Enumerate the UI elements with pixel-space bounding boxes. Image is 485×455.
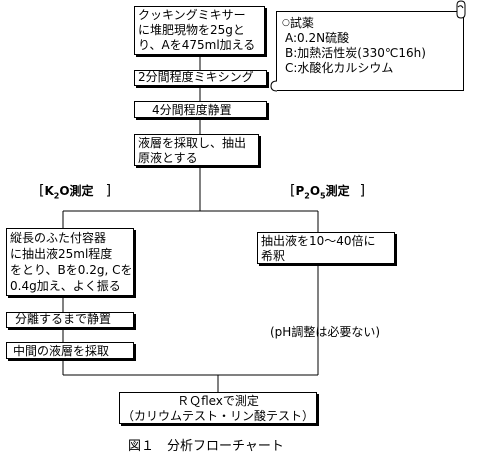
final-line-2: （カリウムテスト・リン酸テスト）	[122, 409, 315, 423]
p-measure: 測定	[325, 184, 350, 198]
reagent-c: C:水酸化カルシウム	[285, 61, 394, 75]
k-step1-line-4: 0.4g加え、よく振る	[10, 279, 121, 293]
k-measure: O測定	[59, 184, 94, 198]
reagents-title-row: ○試薬	[282, 16, 457, 31]
final-box: ＲＱflexで測定 （カリウムテスト・リン酸テスト）	[119, 392, 317, 424]
p-step1-box: 抽出液を10～40倍に 希釈	[257, 232, 395, 264]
mix-line-2: に堆肥現物を25gと	[138, 23, 245, 37]
k-step1-line-3: をとり、Bを0.2g, Cを	[10, 263, 133, 277]
reagent-a: A:0.2N硫酸	[285, 31, 350, 45]
k-step1-box: 縦長のふた付容器 に抽出液25ml程度 をとり、Bを0.2g, Cを 0.4g加…	[6, 228, 134, 296]
p-oxygen: O	[309, 184, 321, 198]
p-step1-line-1: 抽出液を10～40倍に	[261, 234, 376, 248]
k-step3-label: 中間の液層を採取	[13, 344, 110, 358]
p-subscript-5: 5	[320, 191, 326, 201]
p-subscript-2: 2	[304, 191, 310, 201]
reagents-scroll: ○試薬 A:0.2N硫酸 B:加熱活性炭(330℃16h) C:水酸化カルシウム	[276, 11, 464, 91]
reagents-title: 試薬	[289, 16, 314, 30]
extract-line-2: 原液とする	[138, 151, 198, 165]
mix-line-1: クッキングミキサー	[138, 8, 246, 22]
mix-box: クッキングミキサー に堆肥現物を25gと り、Aを475ml加える	[134, 6, 265, 55]
p-bracket-open: [	[290, 183, 296, 199]
extract-box: 液層を採取し、抽出 原液とする	[134, 134, 259, 166]
k-step1-line-1: 縦長のふた付容器	[10, 231, 107, 245]
k-symbol: K	[44, 184, 54, 198]
k-step1-line-2: に抽出液25ml程度	[10, 247, 113, 261]
extract-line-1: 液層を採取し、抽出	[138, 136, 247, 150]
reagent-b: B:加熱活性炭(330℃16h)	[285, 46, 426, 60]
k-bracket-close: ]	[105, 183, 112, 199]
p-bracket-close: ]	[359, 183, 366, 199]
bullet-icon: ○	[282, 18, 290, 28]
p-symbol: P	[295, 184, 305, 198]
mixing-label: 2分間程度ミキシング	[138, 70, 254, 84]
k-step3-box: 中間の液層を採取	[6, 342, 134, 359]
p-step1-line-2: 希釈	[261, 249, 286, 263]
mixing-box: 2分間程度ミキシング	[134, 70, 267, 86]
ph-note: (pH調整は必要ない)	[270, 325, 381, 339]
k-subscript: 2	[53, 191, 60, 201]
p-heading: [P2O5測定]	[290, 182, 366, 201]
k-heading: [K2O測定]	[39, 182, 112, 201]
k-bracket-open: [	[39, 183, 45, 199]
rest-label: 4分間程度静置	[152, 103, 232, 117]
k-step2-label: 分離するまで静置	[15, 312, 112, 326]
rest-box: 4分間程度静置	[134, 101, 267, 118]
final-line-1: ＲＱflexで測定	[177, 394, 259, 408]
k-step2-box: 分離するまで静置	[6, 312, 134, 328]
figure-caption: 図１ 分析フローチャート	[128, 439, 284, 454]
mix-line-3: り、Aを475ml加える	[138, 38, 256, 52]
